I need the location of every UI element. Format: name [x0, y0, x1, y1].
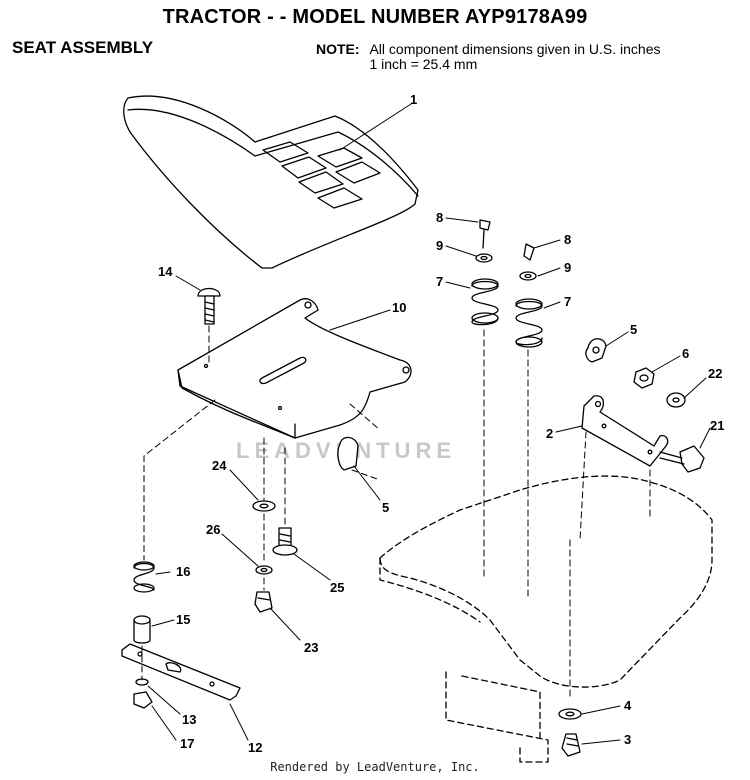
callout-17: 17	[180, 736, 194, 751]
fender-outline	[379, 475, 713, 763]
bracket-part[interactable]	[581, 395, 669, 467]
callout-6: 6	[682, 346, 689, 361]
callout-7-left: 7	[436, 274, 443, 289]
nut-part-23[interactable]	[254, 591, 273, 613]
callout-16: 16	[176, 564, 190, 579]
spring-part-16[interactable]	[133, 561, 155, 593]
callout-26: 26	[206, 522, 220, 537]
callout-23: 23	[304, 640, 318, 655]
note-label: NOTE:	[316, 41, 360, 57]
footer-credit: Rendered by LeadVenture, Inc.	[270, 760, 480, 774]
seat-pan-part[interactable]	[177, 298, 412, 439]
callout-8-left: 8	[436, 210, 443, 225]
note-line-1: All component dimensions given in U.S. i…	[369, 41, 661, 57]
washer-part-24[interactable]	[252, 500, 276, 512]
leader-lines	[147, 103, 711, 745]
page-title: TRACTOR - - MODEL NUMBER AYP9178A99	[162, 6, 588, 28]
callout-5-right: 5	[630, 322, 637, 337]
callout-3: 3	[624, 732, 631, 747]
assembly-lines	[141, 325, 651, 701]
callout-4: 4	[624, 698, 632, 713]
carriage-bolt-part[interactable]	[197, 287, 221, 325]
callout-24: 24	[212, 458, 227, 473]
note-line-2: 1 inch = 25.4 mm	[369, 56, 478, 72]
washer-part-22[interactable]	[666, 392, 686, 408]
callout-21: 21	[710, 418, 724, 433]
dimension-note: NOTE: All component dimensions given in …	[316, 42, 661, 72]
callout-25: 25	[330, 580, 344, 595]
washer-part-26[interactable]	[255, 565, 273, 575]
callout-12: 12	[248, 740, 262, 755]
bolt-part-25[interactable]	[272, 527, 298, 556]
callout-10: 10	[392, 300, 406, 315]
nut-part-17[interactable]	[133, 691, 153, 709]
spring-stack-right[interactable]	[515, 243, 543, 348]
plate-part-12[interactable]	[121, 643, 241, 701]
spacer-part-15[interactable]	[133, 615, 151, 644]
callout-1: 1	[410, 92, 417, 107]
clip-part-right[interactable]	[585, 338, 607, 363]
bolt-part-3[interactable]	[561, 733, 581, 757]
callout-8-right: 8	[564, 232, 571, 247]
callout-15: 15	[176, 612, 190, 627]
callout-2: 2	[546, 426, 553, 441]
bolt-part-21[interactable]	[659, 445, 705, 473]
callout-13: 13	[182, 712, 196, 727]
callout-7-right: 7	[564, 294, 571, 309]
callout-9-left: 9	[436, 238, 443, 253]
nut-part[interactable]	[633, 367, 655, 389]
callout-9-right: 9	[564, 260, 571, 275]
washer-part-4[interactable]	[558, 708, 582, 720]
clip-part-left[interactable]	[337, 436, 359, 471]
seat-part[interactable]	[123, 95, 419, 269]
section-title: SEAT ASSEMBLY	[12, 38, 154, 57]
callout-5-left: 5	[382, 500, 389, 515]
callout-22: 22	[708, 366, 722, 381]
callout-14: 14	[158, 264, 173, 279]
spring-stack-left[interactable]	[471, 219, 499, 326]
